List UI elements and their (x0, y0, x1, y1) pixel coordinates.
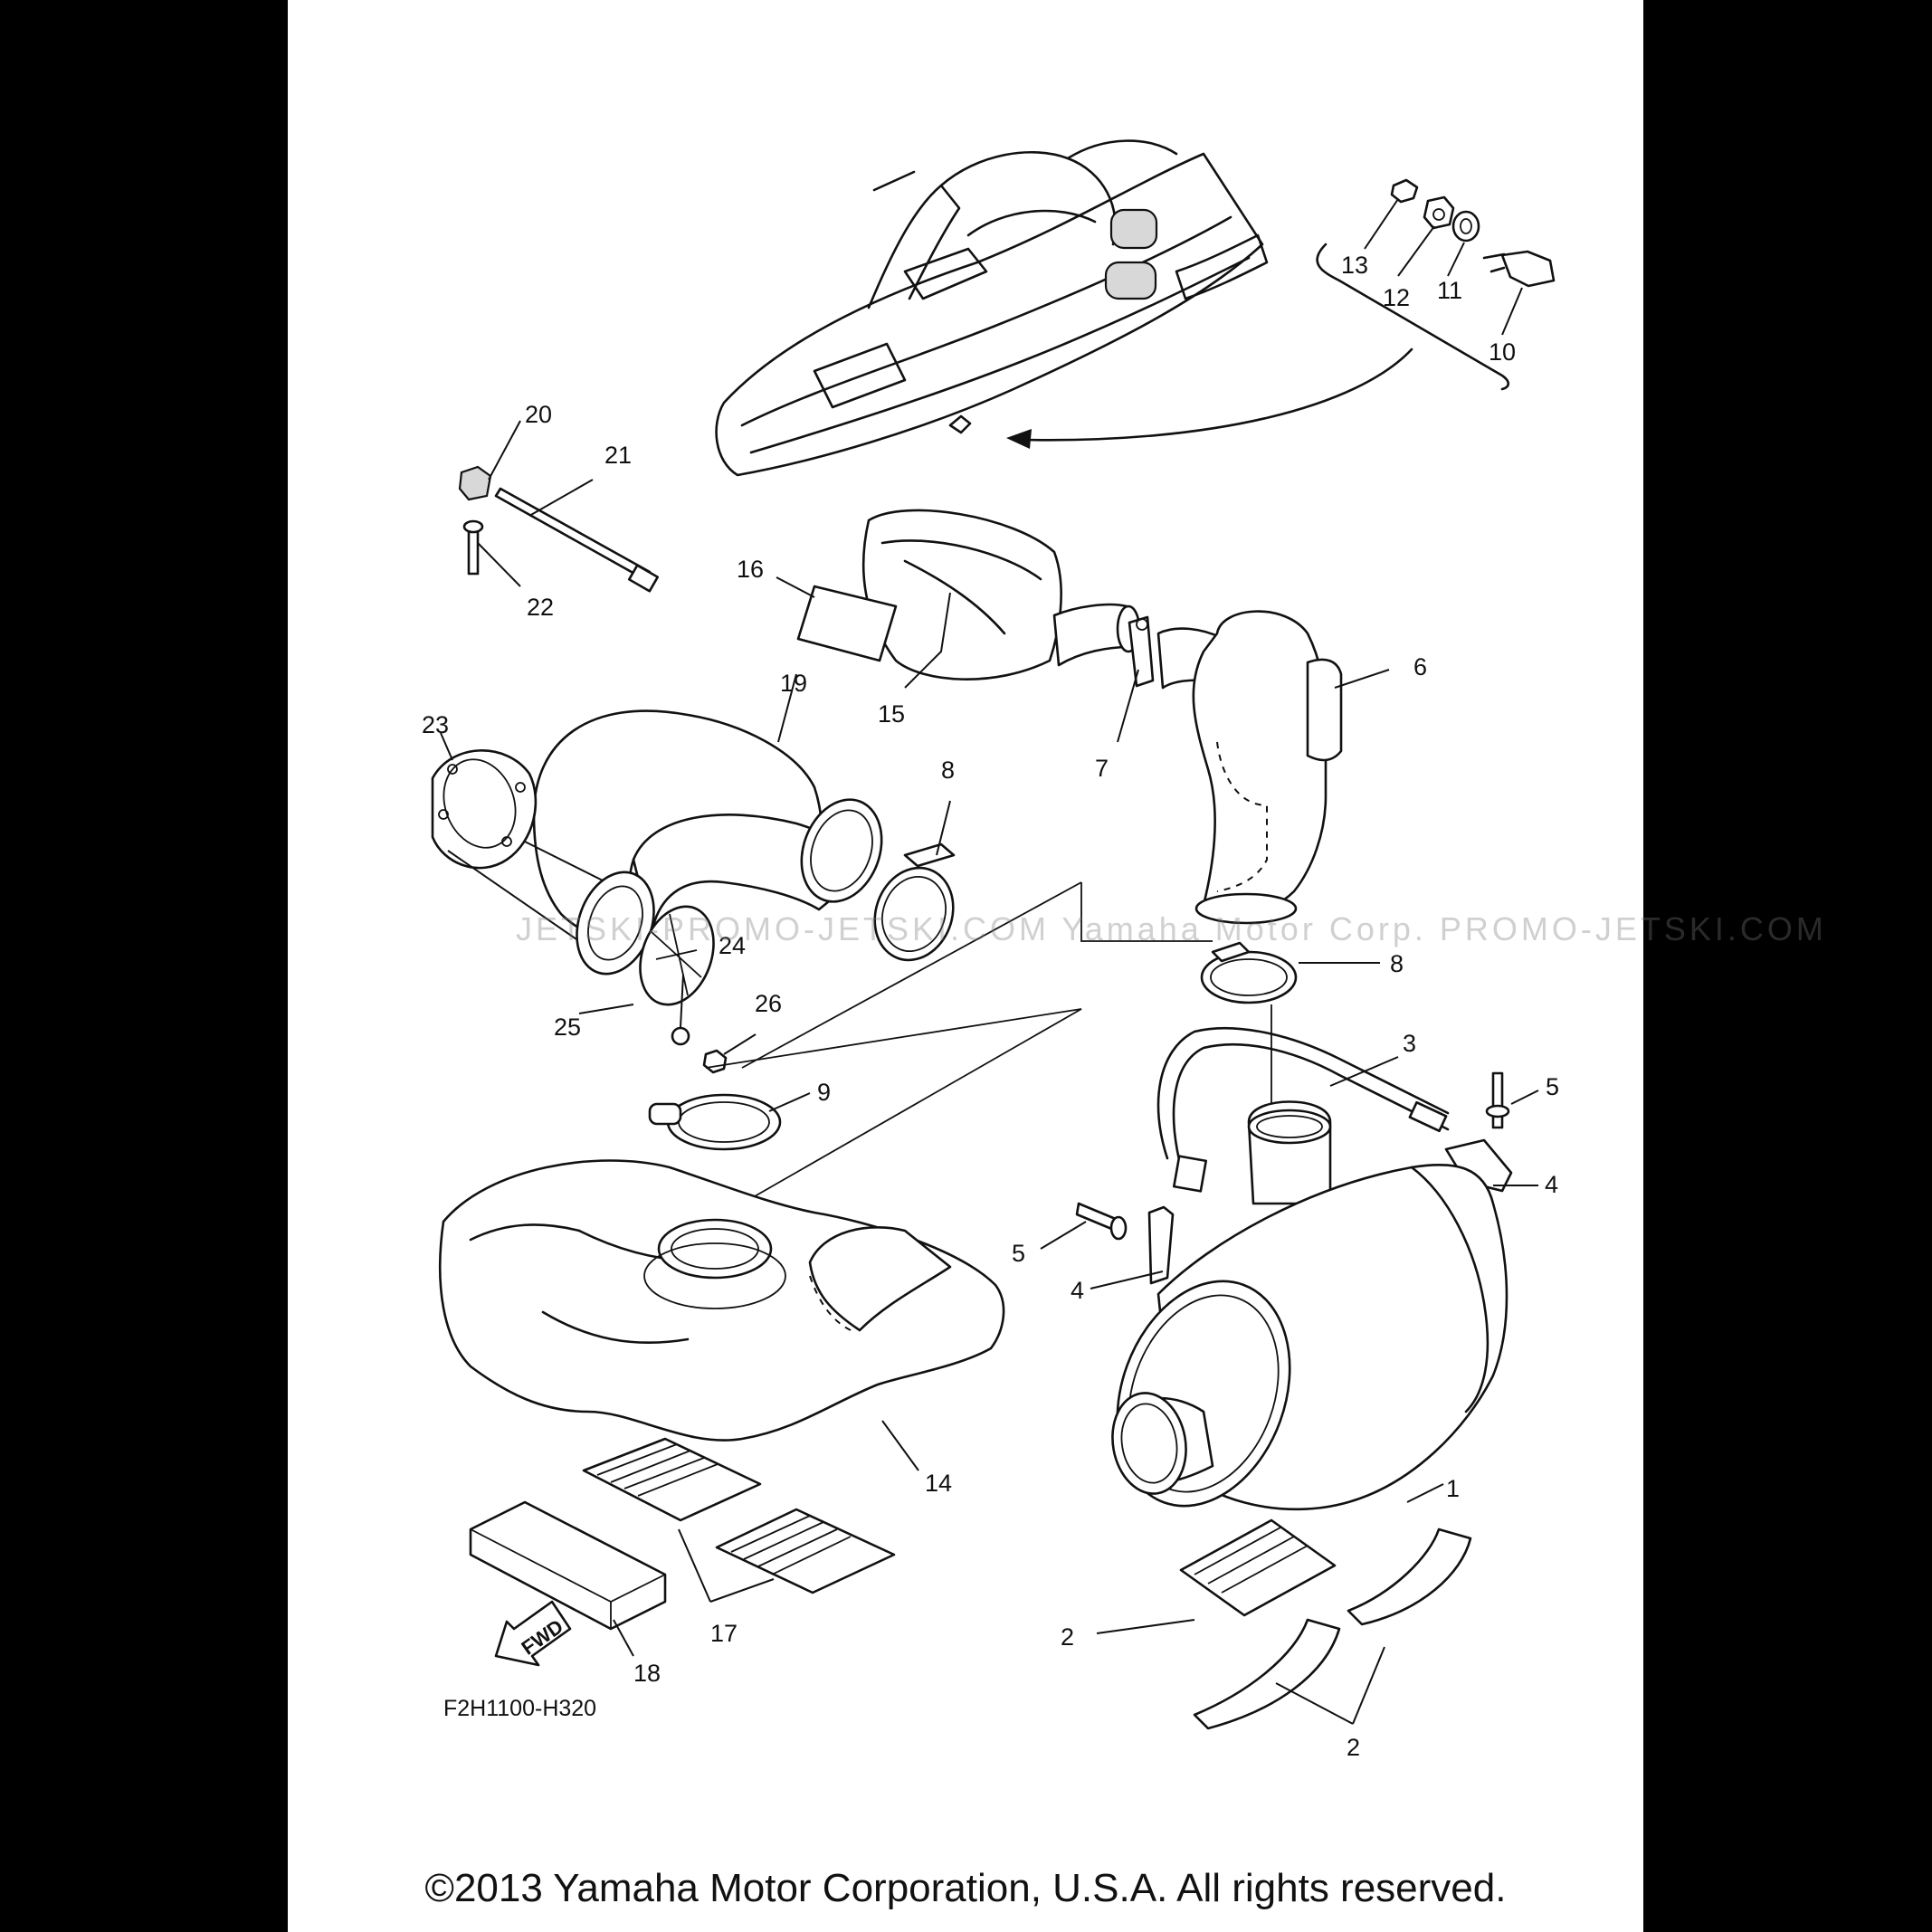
callout-25: 25 (554, 1014, 581, 1041)
washer-24 (671, 1026, 690, 1046)
callout-2-left: 2 (1061, 1623, 1074, 1651)
callout-13: 13 (1341, 252, 1368, 279)
callout-3: 3 (1403, 1030, 1416, 1057)
callout-5-left: 5 (1012, 1240, 1025, 1267)
forward-direction-arrow: FWD (494, 1600, 572, 1667)
callout-11: 11 (1437, 277, 1462, 304)
callout-12: 12 (1383, 284, 1410, 311)
callout-20: 20 (525, 401, 552, 428)
callout-9: 9 (817, 1079, 831, 1106)
callout-2-bottom: 2 (1347, 1734, 1360, 1761)
pad-2-curved-lower (1193, 1618, 1341, 1730)
callout-4-right: 4 (1545, 1171, 1558, 1198)
callout-7: 7 (1095, 755, 1109, 782)
intake-hose-upper (1128, 610, 1343, 925)
detail-pointer-arrow (1006, 243, 1510, 449)
callout-17: 17 (710, 1620, 738, 1647)
callout-26: 26 (755, 990, 782, 1017)
callout-21: 21 (604, 442, 632, 469)
drain-plug-10 (1500, 250, 1556, 288)
sound-absorbing-pads (469, 1437, 1472, 1730)
assembly-guide-lines (705, 881, 1272, 1204)
cable-tie-21 (494, 487, 652, 581)
callout-1: 1 (1446, 1475, 1460, 1502)
intake-hose-rear (431, 709, 883, 1074)
clamp-20 (458, 465, 492, 501)
callout-23: 23 (422, 711, 449, 738)
callout-8-right: 8 (1390, 950, 1404, 977)
callout-6: 6 (1413, 653, 1427, 680)
drain-plug-detail (1390, 178, 1556, 288)
callout-19: 19 (780, 670, 807, 697)
callout-8-upper: 8 (941, 757, 955, 784)
pad-18 (469, 1500, 667, 1631)
air-box-front (796, 509, 1141, 680)
callout-10: 10 (1489, 338, 1516, 366)
hose-clamps-8 (873, 842, 1298, 1004)
clamp-9 (648, 1093, 782, 1151)
watercraft-illustration (715, 139, 1269, 477)
copyright-notice: ©2013 Yamaha Motor Corporation, U.S.A. A… (424, 1866, 1507, 1910)
callout-leaders (440, 198, 1539, 1725)
nut-12 (1423, 195, 1455, 230)
callout-5-right: 5 (1546, 1073, 1559, 1100)
diagram-code: F2H1100-H320 (443, 1696, 596, 1721)
clamp-7 (1128, 615, 1155, 688)
clip-13 (1390, 178, 1419, 204)
pad-2-curved-upper (1347, 1528, 1472, 1626)
rivet-22 (467, 527, 480, 576)
pad-17-upper (582, 1437, 762, 1522)
strap-assembly (1075, 1027, 1513, 1285)
intake-hose-6 (1192, 610, 1328, 918)
label-16 (796, 585, 898, 662)
bracket-4-left (1147, 1205, 1175, 1285)
callout-18: 18 (633, 1660, 661, 1687)
callout-14: 14 (925, 1470, 952, 1497)
callout-24: 24 (719, 932, 746, 959)
callout-4-left: 4 (1071, 1277, 1084, 1304)
pad-17-lower (715, 1508, 896, 1594)
silencer-1 (1111, 1100, 1508, 1511)
nut-26 (702, 1049, 728, 1074)
water-lock-14 (439, 1159, 1005, 1442)
callout-15: 15 (878, 700, 905, 728)
fastener-group (458, 465, 660, 593)
callout-22: 22 (527, 594, 554, 621)
callout-labels: 1 2 2 3 4 4 5 5 6 7 8 8 9 10 11 12 13 14… (422, 252, 1559, 1761)
washer-11 (1451, 210, 1480, 243)
rivet-5-right (1491, 1071, 1504, 1129)
callout-16: 16 (737, 556, 764, 583)
pad-2-flat (1179, 1518, 1337, 1617)
diagram-sheet (288, 0, 1643, 1932)
